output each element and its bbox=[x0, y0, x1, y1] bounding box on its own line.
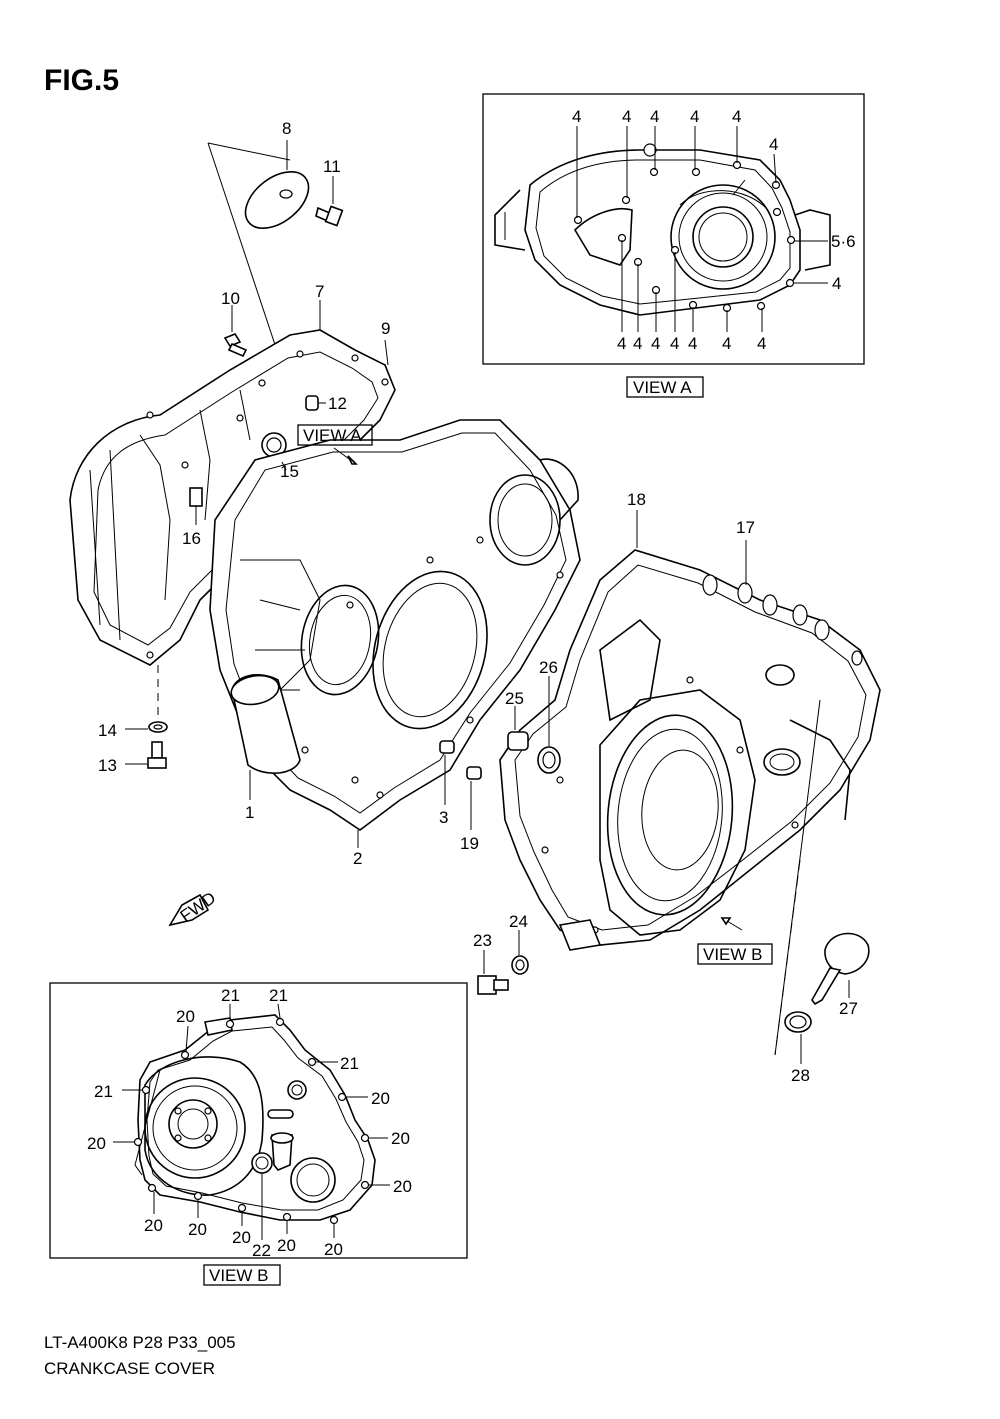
callout-9: 9 bbox=[381, 319, 390, 338]
part-14-washer bbox=[125, 665, 168, 733]
view-a-leaders bbox=[576, 126, 828, 332]
view-a-panel: 4 4 4 4 4 4 5·6 4 4 4 4 4 4 4 4 bbox=[482, 93, 865, 365]
callout-4: 4 bbox=[832, 274, 841, 293]
figure-title: FIG.5 bbox=[44, 64, 119, 97]
callout-21: 21 bbox=[340, 1054, 359, 1073]
callout-21: 21 bbox=[94, 1082, 113, 1101]
callout-7: 7 bbox=[315, 282, 324, 301]
callout-8: 8 bbox=[282, 119, 291, 138]
fwd-arrow: FWD bbox=[168, 888, 220, 927]
callout-16: 16 bbox=[182, 529, 201, 548]
callout-18: 18 bbox=[627, 490, 646, 509]
callout-2: 2 bbox=[353, 849, 362, 868]
part-16-bolt bbox=[189, 487, 203, 525]
callout-20: 20 bbox=[232, 1228, 251, 1247]
callout-20: 20 bbox=[144, 1216, 163, 1235]
callout-26: 26 bbox=[539, 658, 558, 677]
callout-12: 12 bbox=[328, 394, 347, 413]
callout-19: 19 bbox=[460, 834, 479, 853]
callout-4: 4 bbox=[650, 107, 659, 126]
view-a-cover-outline bbox=[524, 149, 801, 316]
part-24-gasket bbox=[511, 930, 529, 975]
callout-1: 1 bbox=[245, 803, 254, 822]
view-a-bolt-holes bbox=[573, 143, 796, 313]
callout-4: 4 bbox=[617, 334, 626, 353]
callout-4: 4 bbox=[622, 107, 631, 126]
part-18-right-cover bbox=[499, 510, 881, 951]
svg-text:VIEW A: VIEW A bbox=[633, 378, 692, 397]
callout-22: 22 bbox=[252, 1241, 271, 1260]
callout-4: 4 bbox=[670, 334, 679, 353]
callout-20: 20 bbox=[393, 1177, 412, 1196]
view-b-bolt-holes bbox=[133, 1017, 370, 1225]
callout-23: 23 bbox=[473, 931, 492, 950]
part-1-duct bbox=[230, 674, 301, 800]
footer-name: CRANKCASE COVER bbox=[44, 1359, 215, 1378]
callout-20: 20 bbox=[176, 1007, 195, 1026]
callout-21: 21 bbox=[269, 986, 288, 1005]
view-b-caption: VIEW B bbox=[203, 1264, 281, 1286]
part-3-dowel bbox=[439, 740, 455, 805]
callout-20: 20 bbox=[391, 1129, 410, 1148]
callout-4: 4 bbox=[651, 334, 660, 353]
callout-4: 4 bbox=[572, 107, 581, 126]
part-11-bolt bbox=[315, 176, 344, 227]
callout-20: 20 bbox=[324, 1240, 343, 1259]
view-a-clutch-housing bbox=[670, 184, 776, 290]
callout-4: 4 bbox=[732, 107, 741, 126]
callout-28: 28 bbox=[791, 1066, 810, 1085]
callout-10: 10 bbox=[221, 289, 240, 308]
callout-4: 4 bbox=[757, 334, 766, 353]
callout-21: 21 bbox=[221, 986, 240, 1005]
part-26-oring bbox=[537, 676, 561, 774]
view-a-ref-label: VIEW A bbox=[297, 424, 373, 465]
callout-14: 14 bbox=[98, 721, 117, 740]
svg-text:VIEW B: VIEW B bbox=[703, 945, 763, 964]
callout-20: 20 bbox=[87, 1134, 106, 1153]
svg-text:VIEW A: VIEW A bbox=[303, 426, 362, 445]
callout-17: 17 bbox=[736, 518, 755, 537]
svg-text:VIEW B: VIEW B bbox=[209, 1266, 269, 1285]
view-b-leaders bbox=[113, 1003, 390, 1240]
part-25-plug bbox=[507, 706, 529, 751]
part-23-drain-bolt bbox=[477, 950, 509, 995]
callout-27: 27 bbox=[839, 999, 858, 1018]
view-a-caption: VIEW A bbox=[626, 376, 704, 398]
callout-20: 20 bbox=[371, 1089, 390, 1108]
part-28-oring bbox=[784, 1011, 812, 1064]
part-12-dowel bbox=[305, 395, 326, 411]
footer-code: LT-A400K8 P28 P33_005 bbox=[44, 1333, 236, 1352]
view-b-callouts: 21 21 20 21 21 20 20 20 20 20 20 20 20 2… bbox=[87, 986, 412, 1260]
part-2-crankcase bbox=[209, 419, 581, 848]
part-27-dipstick bbox=[811, 932, 870, 1006]
view-b-cover-outline bbox=[137, 1014, 376, 1221]
callout-24: 24 bbox=[509, 912, 528, 931]
callout-20: 20 bbox=[277, 1236, 296, 1255]
part-13-bolt bbox=[125, 741, 167, 769]
leader-line bbox=[774, 859, 801, 1056]
callout-4: 4 bbox=[690, 107, 699, 126]
callout-25: 25 bbox=[505, 689, 524, 708]
part-19-dowel bbox=[466, 766, 482, 830]
callout-4: 4 bbox=[633, 334, 642, 353]
view-b-ref-arrow bbox=[720, 917, 743, 931]
view-b-ref-label: VIEW B bbox=[697, 943, 773, 965]
part-10-bolt bbox=[223, 305, 248, 358]
view-a-callouts: 4 4 4 4 4 4 5·6 4 4 4 4 4 4 4 4 bbox=[572, 107, 856, 353]
callout-4: 4 bbox=[769, 135, 778, 154]
callout-5-6: 5·6 bbox=[831, 232, 856, 251]
callout-13: 13 bbox=[98, 756, 117, 775]
callout-20: 20 bbox=[188, 1220, 207, 1239]
callout-11: 11 bbox=[323, 157, 341, 176]
callout-4: 4 bbox=[722, 334, 731, 353]
view-b-panel: 21 21 20 21 21 20 20 20 20 20 20 20 20 2… bbox=[49, 982, 468, 1260]
main-callouts: 8 11 10 7 9 12 15 16 14 13 1 2 3 19 18 1… bbox=[98, 119, 858, 1085]
callout-15: 15 bbox=[280, 462, 299, 481]
svg-text:FWD: FWD bbox=[177, 888, 220, 926]
callout-3: 3 bbox=[439, 808, 448, 827]
callout-4: 4 bbox=[688, 334, 697, 353]
